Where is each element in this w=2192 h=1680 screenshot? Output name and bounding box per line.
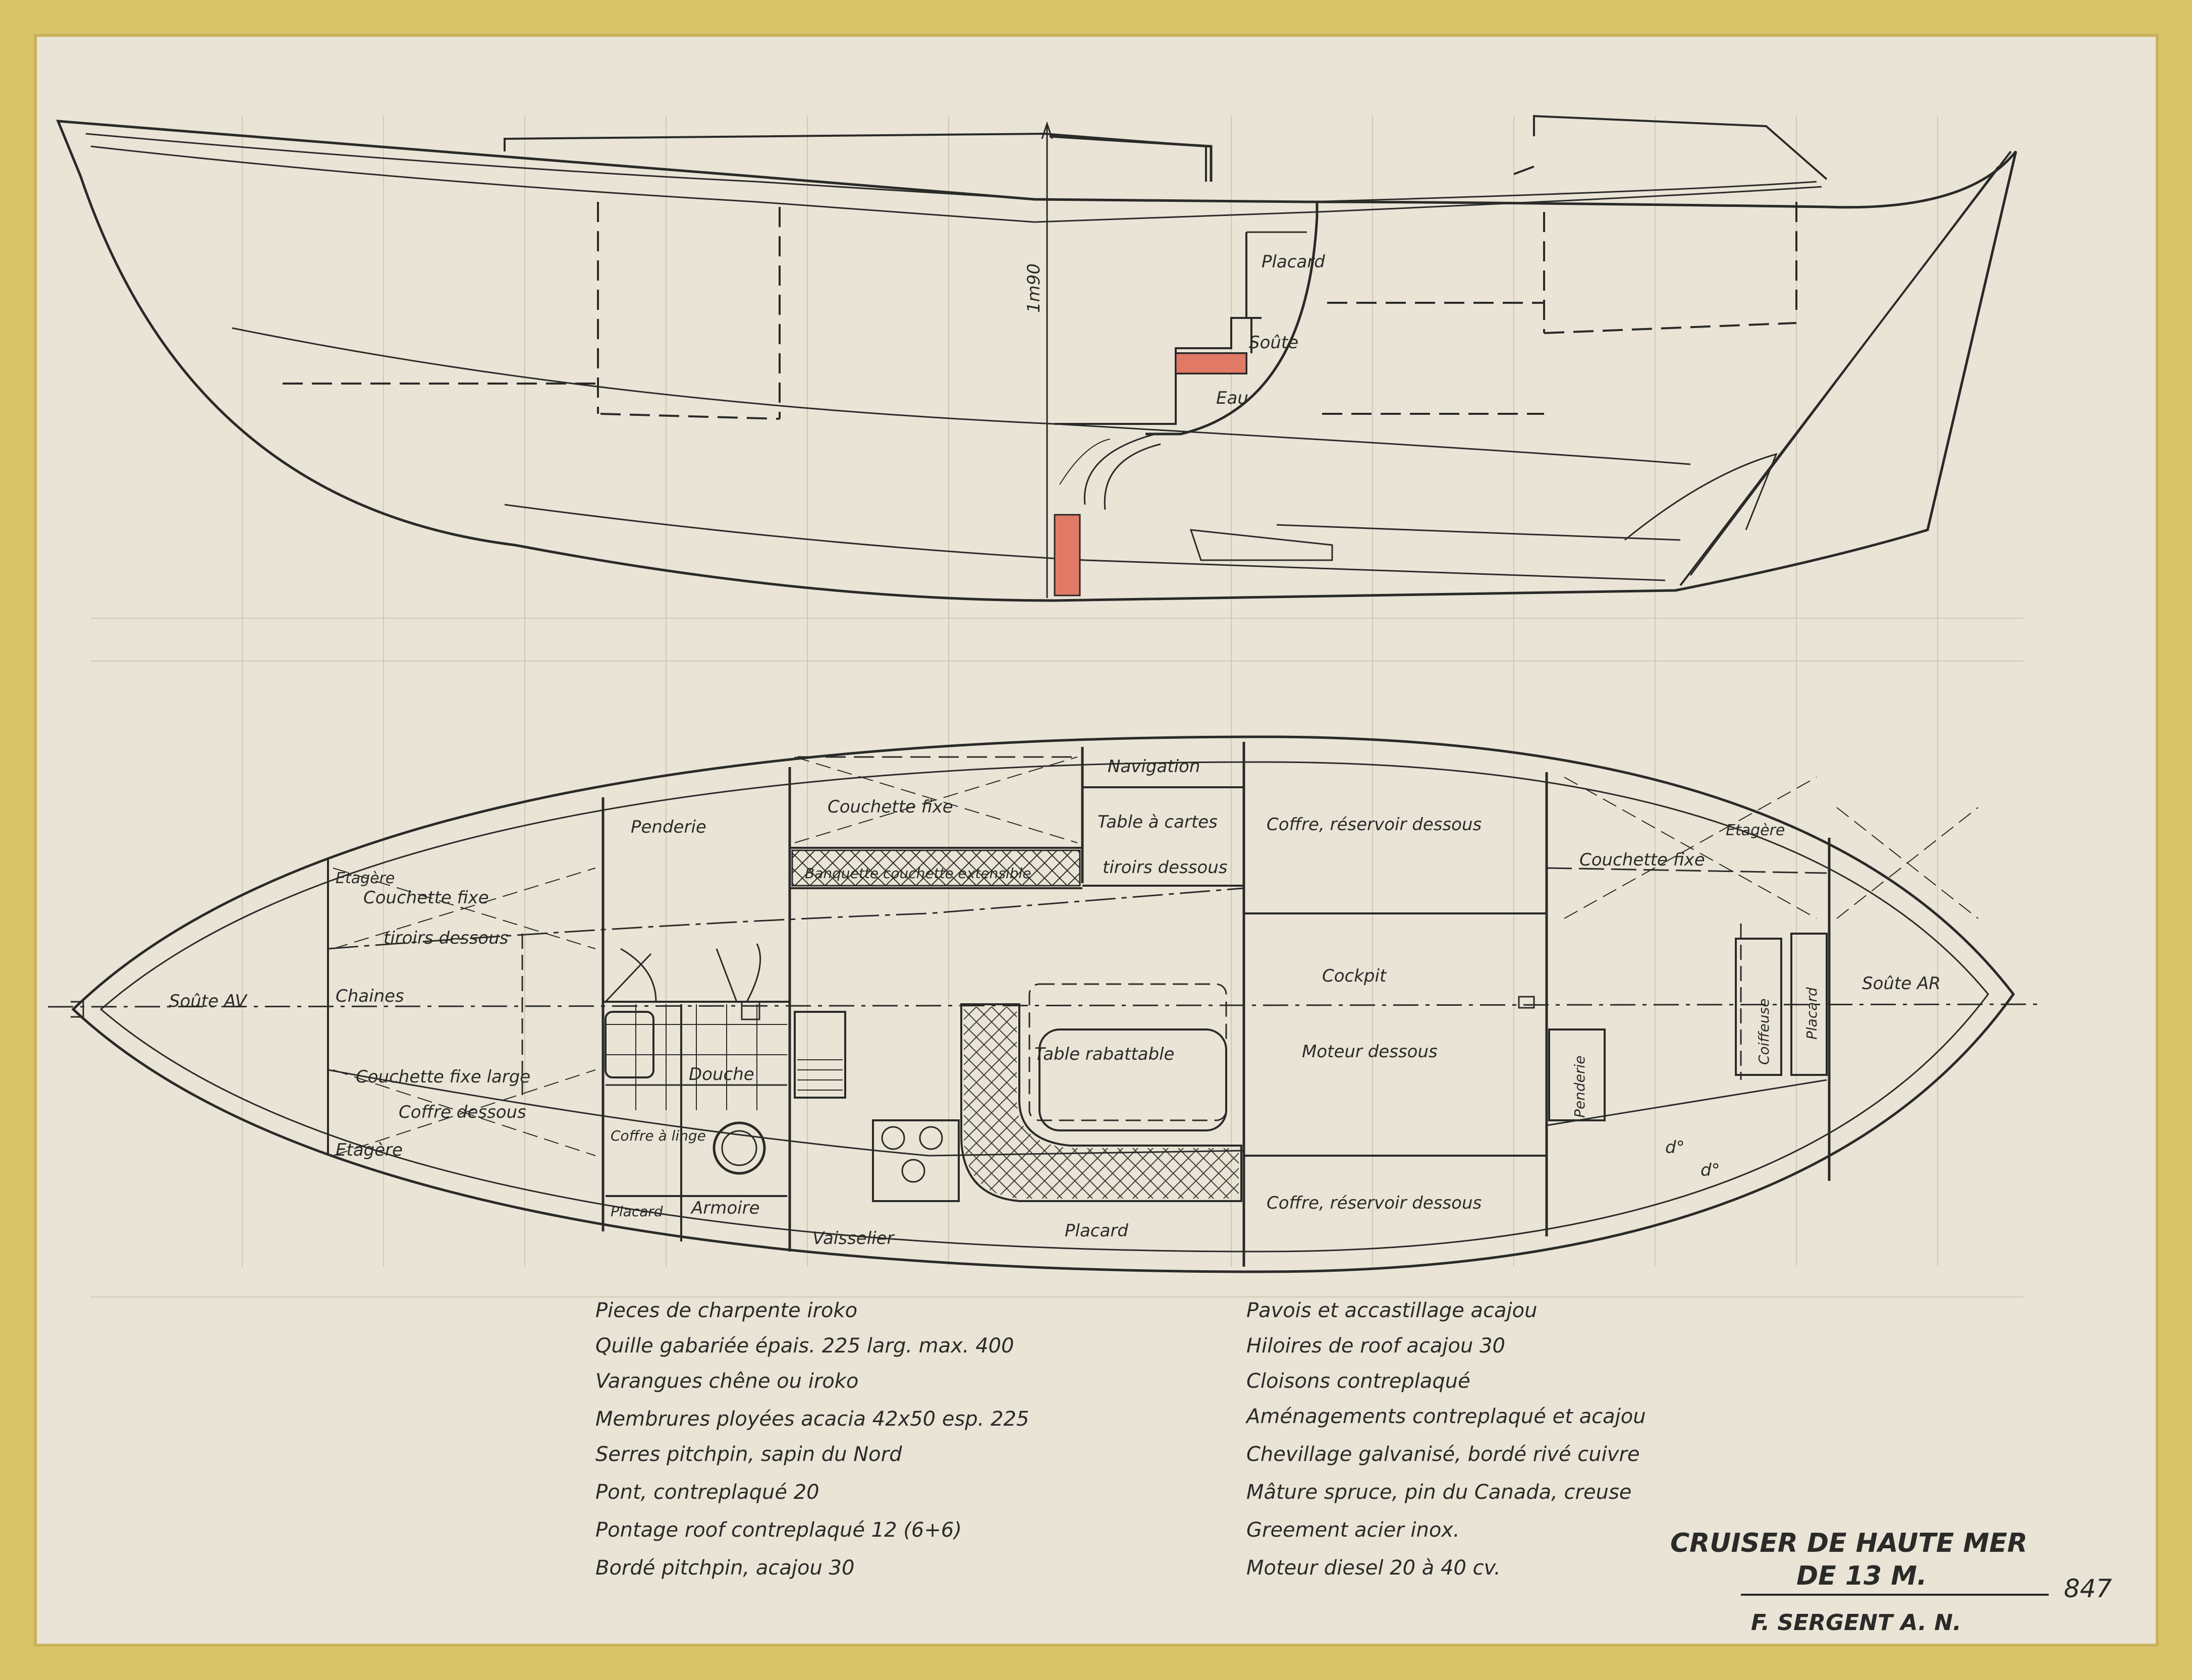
note-left-5: Pont, contreplaqué 20 xyxy=(595,1481,819,1504)
note-right-5: Mâture spruce, pin du Canada, creuse xyxy=(1246,1481,1631,1504)
label-ditto-2: d° xyxy=(1701,1160,1720,1180)
label-table-cartes: Table à cartes xyxy=(1098,812,1218,832)
label-coffre-reservoir-bot: Coffre, réservoir dessous xyxy=(1267,1193,1482,1213)
label-cockpit: Cockpit xyxy=(1322,966,1387,986)
note-right-1: Hiloires de roof acajou 30 xyxy=(1246,1334,1505,1358)
label-table-rabattable: Table rabattable xyxy=(1034,1044,1174,1064)
notes-left: Pieces de charpente iroko Quille gabarié… xyxy=(595,1299,1029,1580)
note-right-6: Greement acier inox. xyxy=(1246,1519,1460,1542)
plan-view xyxy=(47,735,2039,1273)
label-ditto-1: d° xyxy=(1665,1137,1685,1158)
author: F. SERGENT A. N. xyxy=(1751,1610,1961,1636)
height-mark: 1m90 xyxy=(1024,263,1044,313)
note-right-7: Moteur diesel 20 à 40 cv. xyxy=(1246,1556,1501,1580)
drawing-number: 847 xyxy=(2064,1574,2112,1603)
label-placard-mid: Placard xyxy=(1065,1221,1128,1241)
label-banquette: Banquette couchette extensible xyxy=(805,865,1031,882)
title-line-1: CRUISER DE HAUTE MER xyxy=(1670,1528,2027,1558)
cabin-sole-line xyxy=(232,327,1691,465)
label-coiffeuse: Coiffeuse xyxy=(1756,999,1772,1065)
title-block: CRUISER DE HAUTE MER DE 13 M. 847 F. SER… xyxy=(1670,1528,2112,1636)
profile-label-placard: Placard xyxy=(1262,252,1325,272)
step-red-block xyxy=(1175,352,1247,374)
banquette-hatched xyxy=(791,849,1081,887)
note-left-7: Bordé pitchpin, acajou 30 xyxy=(595,1556,854,1580)
label-tiroirs-dessous-1: tiroirs dessous xyxy=(1103,857,1228,878)
deck-line xyxy=(90,145,1822,223)
label-couchette-fixe-mid: Couchette fixe xyxy=(828,797,953,817)
note-left-2: Varangues chêne ou iroko xyxy=(595,1370,858,1393)
head-toilet xyxy=(713,1121,766,1175)
label-couchette-fixe-fwd: Couchette fixe xyxy=(363,888,489,908)
label-couchette-large: Couchette fixe large xyxy=(356,1067,530,1087)
label-moteur-dessous: Moteur dessous xyxy=(1302,1042,1438,1062)
ballast-red-block xyxy=(1054,514,1081,597)
label-soute-av: Soûte AV xyxy=(169,991,248,1011)
galley-stove xyxy=(872,1119,960,1202)
title-line-2: DE 13 M. xyxy=(1796,1561,1927,1591)
label-coffre-linge: Coffre à linge xyxy=(611,1127,706,1144)
label-douche: Douche xyxy=(689,1064,754,1085)
note-left-1: Quille gabariée épais. 225 larg. max. 40… xyxy=(595,1334,1014,1358)
hull-profile-outline xyxy=(56,120,2017,602)
note-right-2: Cloisons contreplaqué xyxy=(1246,1370,1470,1393)
label-placard-fwd: Placard xyxy=(611,1203,663,1220)
hull-plan-outline xyxy=(71,735,2015,1273)
label-vaisselier: Vaisselier xyxy=(812,1228,895,1249)
head-washbasin xyxy=(605,1011,654,1078)
galley-sink xyxy=(794,1011,846,1099)
label-coffre-reservoir-top: Coffre, réservoir dessous xyxy=(1267,815,1482,835)
profile-label-eau: Eau xyxy=(1216,388,1248,408)
label-coffre-dessous: Coffre dessous xyxy=(399,1102,526,1122)
note-left-6: Pontage roof contreplaqué 12 (6+6) xyxy=(595,1519,962,1542)
note-right-0: Pavois et accastillage acajou xyxy=(1246,1299,1538,1322)
doghouse-aft xyxy=(1513,115,1828,180)
note-right-3: Aménagements contreplaqué et acajou xyxy=(1245,1405,1646,1428)
note-left-4: Serres pitchpin, sapin du Nord xyxy=(595,1443,902,1466)
label-etagere-fwd-top: Etagère xyxy=(336,870,395,887)
profile-view xyxy=(56,115,2017,602)
inner-sheer-line xyxy=(85,133,1817,203)
label-etagere-fwd-bot: Etagère xyxy=(336,1140,403,1160)
label-tiroirs-dessous-2: tiroirs dessous xyxy=(383,928,509,948)
companion-bulkhead xyxy=(1049,135,1319,436)
label-etagere-aft: Etagère xyxy=(1726,822,1785,839)
coachroof-forward xyxy=(504,132,1207,182)
note-left-0: Pieces de charpente iroko xyxy=(595,1299,857,1322)
hull-plan-inner xyxy=(99,761,1989,1253)
paper xyxy=(34,34,2159,1647)
profile-label-soute: Soûte xyxy=(1249,333,1298,353)
label-couchette-fixe-aft: Couchette fixe xyxy=(1579,850,1705,870)
label-penderie-fwd: Penderie xyxy=(631,817,706,837)
label-armoire: Armoire xyxy=(690,1198,760,1218)
settee xyxy=(960,1003,1242,1202)
note-left-3: Membrures ployées acacia 42x50 esp. 225 xyxy=(595,1407,1029,1431)
label-navigation: Navigation xyxy=(1108,756,1200,777)
keel-line xyxy=(504,504,1666,581)
label-placard-aft: Placard xyxy=(1803,987,1820,1040)
notes-right: Pavois et accastillage acajou Hiloires d… xyxy=(1245,1299,1646,1580)
label-penderie-aft: Penderie xyxy=(1571,1056,1588,1118)
settee-hatched xyxy=(964,1007,1239,1199)
label-chaines: Chaines xyxy=(336,986,404,1006)
label-soute-ar: Soûte AR xyxy=(1862,973,1941,994)
note-right-4: Chevillage galvanisé, bordé rivé cuivre xyxy=(1246,1443,1639,1466)
